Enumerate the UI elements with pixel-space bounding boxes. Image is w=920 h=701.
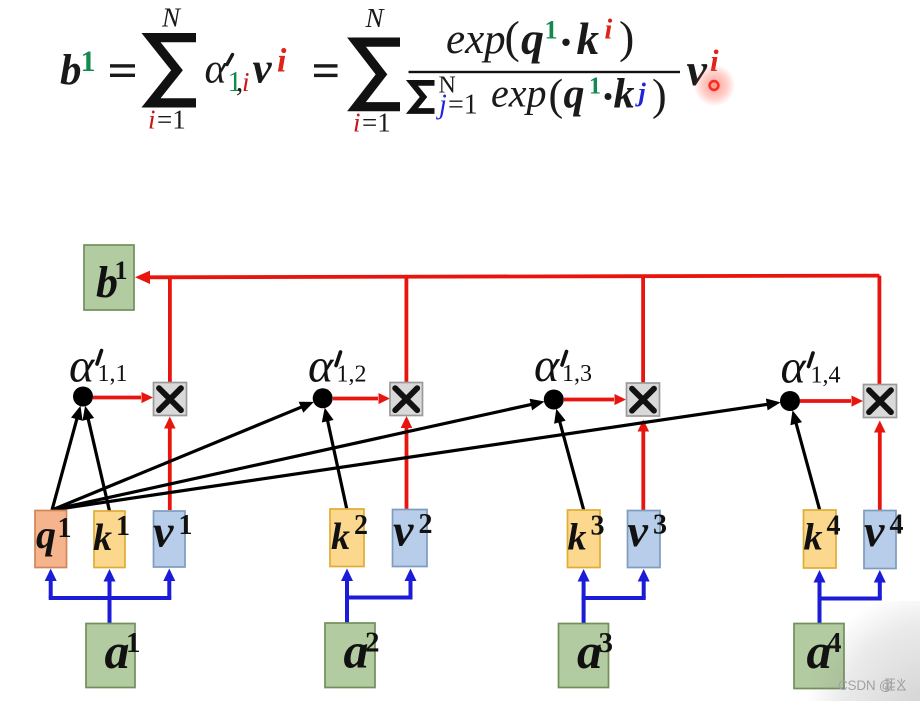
svg-text:CSDN @: CSDN @ (838, 678, 893, 693)
svg-text:2: 2 (419, 509, 433, 540)
svg-text:1: 1 (81, 45, 96, 78)
svg-text:1: 1 (545, 16, 558, 45)
svg-text:,: , (236, 66, 243, 98)
svg-text:2: 2 (354, 510, 368, 541)
svg-text:α: α (69, 340, 95, 393)
svg-text:i: i (242, 67, 250, 97)
svg-text:3: 3 (599, 627, 614, 659)
svg-text:k: k (804, 517, 823, 559)
svg-text:b: b (60, 47, 82, 94)
svg-text:a: a (105, 623, 130, 679)
svg-text:2: 2 (365, 627, 380, 659)
svg-text:v: v (628, 505, 649, 556)
svg-text:a: a (807, 623, 832, 679)
svg-text:1,4: 1,4 (811, 363, 841, 389)
svg-text:1: 1 (116, 511, 130, 542)
svg-text:3: 3 (591, 511, 605, 542)
svg-text:N: N (365, 3, 386, 33)
svg-text:=1: =1 (448, 90, 478, 121)
svg-text:i: i (148, 105, 156, 135)
svg-text:k: k (568, 517, 587, 559)
svg-text:3: 3 (653, 510, 667, 541)
svg-text:a: a (577, 623, 602, 679)
svg-text:): ) (652, 71, 667, 120)
svg-text:1: 1 (589, 74, 601, 100)
svg-text:1,1: 1,1 (98, 361, 128, 387)
svg-text:=1: =1 (362, 108, 391, 138)
svg-text:=1: =1 (157, 105, 186, 135)
svg-text:1: 1 (126, 627, 141, 659)
svg-text:q: q (564, 72, 585, 118)
svg-text:i: i (353, 108, 361, 138)
svg-text:N: N (161, 3, 182, 33)
svg-text:1: 1 (228, 66, 243, 98)
svg-text:(: ( (505, 12, 520, 63)
svg-text:exp: exp (491, 71, 547, 116)
svg-text:b: b (96, 258, 118, 307)
svg-text:q: q (521, 13, 544, 64)
svg-text:a: a (344, 623, 369, 679)
svg-text:i: i (605, 15, 613, 46)
svg-text:k: k (93, 517, 112, 559)
svg-text:4: 4 (890, 510, 904, 541)
svg-text:k: k (577, 14, 600, 64)
svg-text:1: 1 (58, 513, 72, 544)
svg-text:): ) (619, 12, 634, 63)
svg-text:1: 1 (179, 510, 193, 541)
svg-text:N: N (439, 73, 456, 99)
svg-text:4: 4 (827, 627, 842, 659)
svg-text:4: 4 (827, 511, 841, 542)
svg-text:i: i (710, 43, 719, 78)
svg-text:j: j (436, 90, 447, 121)
svg-text:q: q (36, 512, 56, 557)
svg-text:(: ( (549, 71, 564, 120)
svg-text:v: v (253, 46, 273, 93)
svg-text:1: 1 (115, 256, 128, 285)
svg-text:k: k (614, 72, 635, 118)
svg-text:1,2: 1,2 (337, 362, 367, 388)
svg-text:j: j (635, 78, 647, 107)
svg-text:v: v (864, 505, 885, 556)
svg-text:α: α (534, 339, 560, 392)
svg-text:1,3: 1,3 (562, 361, 592, 387)
svg-text:v: v (153, 506, 174, 557)
svg-text:α: α (781, 341, 807, 394)
svg-text:k: k (331, 516, 350, 558)
svg-text:α: α (308, 340, 334, 393)
svg-text:i: i (277, 43, 287, 80)
svg-text:exp: exp (446, 16, 506, 63)
svg-text:α: α (205, 47, 228, 93)
svg-text:v: v (393, 505, 414, 556)
